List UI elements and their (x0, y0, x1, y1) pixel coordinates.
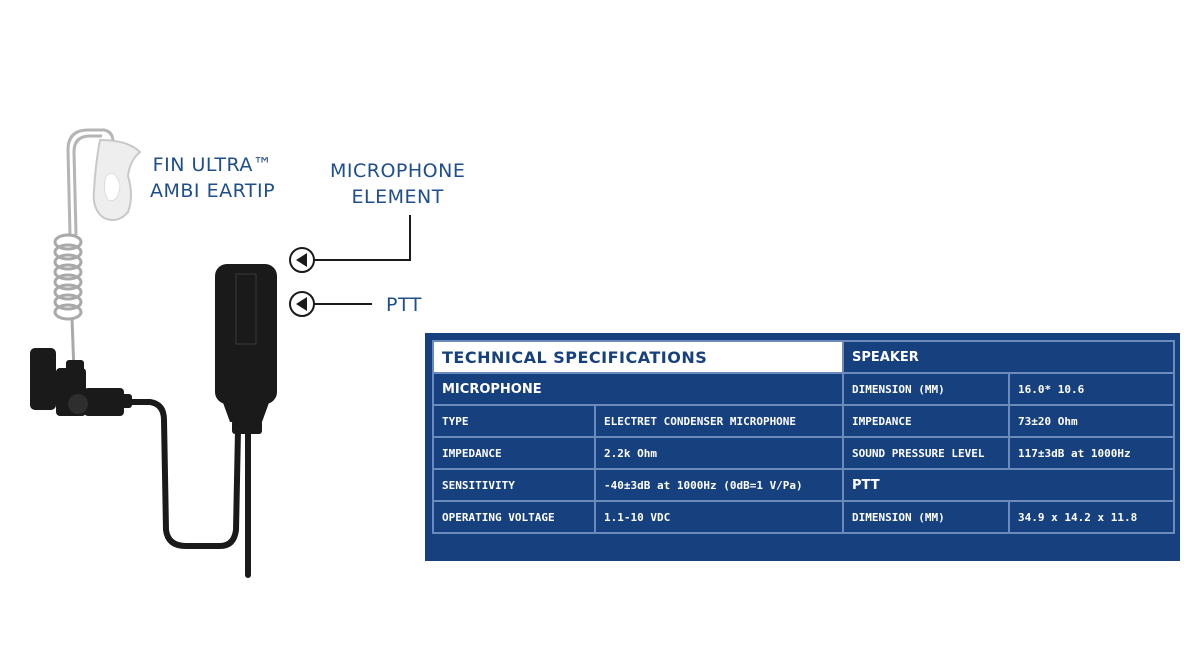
table-row: MICROPHONE DIMENSION (MM) 16.0* 10.6 (431, 372, 1176, 406)
table-title: TECHNICAL SPECIFICATIONS (431, 340, 845, 374)
eartip-label: FIN ULTRA™ AMBI EARTIP (150, 152, 275, 204)
ptt-spec-value: 34.9 x 14.2 x 11.8 (1008, 500, 1176, 534)
microphone-label-line2: ELEMENT (351, 186, 444, 208)
microphone-spec-value: 2.2k Ohm (593, 436, 845, 470)
table-row: TYPE ELECTRET CONDENSER MICROPHONE IMPED… (432, 404, 1176, 438)
callout-lines (289, 215, 411, 317)
microphone-spec-label: TYPE (432, 404, 596, 438)
eartip-label-line1: FIN ULTRA™ (152, 154, 273, 176)
microphone-spec-value: ELECTRET CONDENSER MICROPHONE (593, 404, 845, 438)
microphone-label-line1: MICROPHONE (330, 160, 466, 182)
microphone-spec-value: 1.1-10 VDC (593, 500, 845, 534)
microphone-section-header: MICROPHONE (431, 372, 845, 406)
ptt-label: PTT (386, 294, 422, 316)
ptt-spec-label: DIMENSION (MM) (842, 500, 1011, 534)
speaker-spec-value: 73±20 Ohm (1008, 404, 1176, 438)
speaker-spec-label: SOUND PRESSURE LEVEL (842, 436, 1011, 470)
microphone-spec-label: SENSITIVITY (432, 468, 596, 502)
coil-tube (53, 233, 83, 373)
microphone-spec-value: -40±3dB at 1000Hz (0dB=1 V/Pa) (593, 468, 845, 502)
speaker-spec-value: 117±3dB at 1000Hz (1008, 436, 1176, 470)
table-row: TECHNICAL SPECIFICATIONS SPEAKER (431, 340, 1176, 374)
microphone-spec-label: OPERATING VOLTAGE (432, 500, 596, 534)
speaker-spec-value: 16.0* 10.6 (1008, 372, 1176, 406)
microphone-spec-label: IMPEDANCE (432, 436, 596, 470)
technical-specifications-table: TECHNICAL SPECIFICATIONS SPEAKER MICROPH… (425, 333, 1180, 561)
eartip-label-line2: AMBI EARTIP (150, 180, 276, 202)
table-row: IMPEDANCE 2.2k Ohm SOUND PRESSURE LEVEL … (432, 436, 1176, 470)
ptt-section-header: PTT (842, 468, 1176, 502)
quick-disconnect-connector (30, 348, 132, 416)
microphone-element-label: MICROPHONE ELEMENT (330, 158, 465, 210)
ptt-microphone-body (215, 264, 277, 434)
speaker-section-header: SPEAKER (842, 340, 1176, 374)
speaker-spec-label: IMPEDANCE (842, 404, 1011, 438)
table-row: SENSITIVITY -40±3dB at 1000Hz (0dB=1 V/P… (432, 468, 1176, 502)
table-row: OPERATING VOLTAGE 1.1-10 VDC DIMENSION (… (432, 500, 1176, 534)
speaker-spec-label: DIMENSION (MM) (842, 372, 1011, 406)
eartip-illustration (92, 138, 142, 221)
cable (127, 399, 251, 578)
